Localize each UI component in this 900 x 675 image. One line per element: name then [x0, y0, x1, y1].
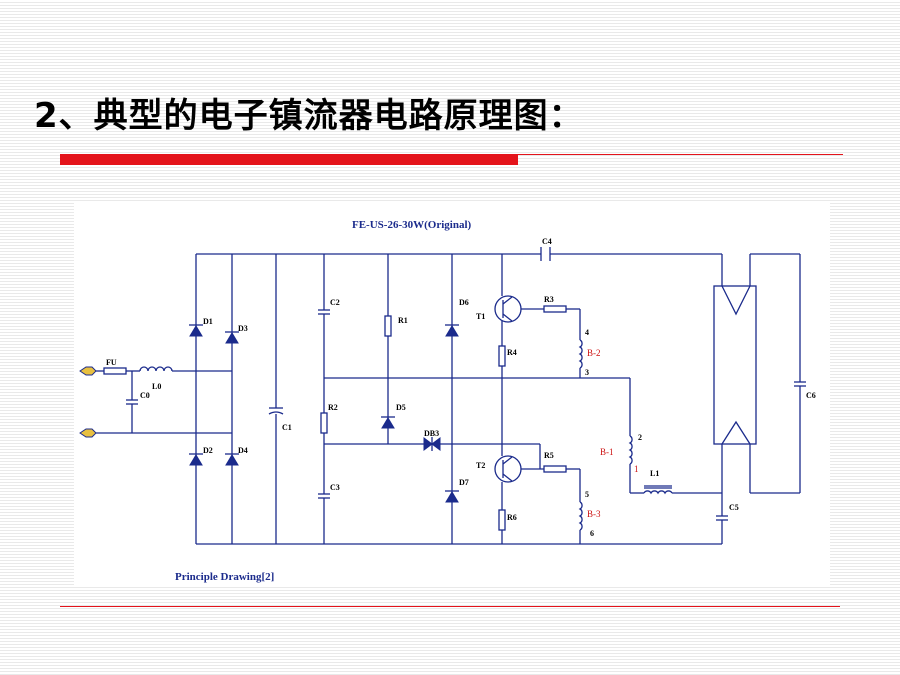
half-bridge-capacitors: [318, 254, 630, 544]
diagram-title: FE-US-26-30W(Original): [352, 219, 471, 231]
label-d4: D4: [238, 446, 248, 455]
label-c5: C5: [729, 503, 739, 512]
label-b1: B-1: [600, 447, 614, 457]
label-t1: T1: [476, 312, 485, 321]
capacitor-c5: [716, 515, 728, 544]
label-d2: D2: [203, 446, 213, 455]
label-r3: R3: [544, 295, 554, 304]
circuit-schematic: FE-US-26-30W(Original) Principle Drawing…: [79, 219, 816, 583]
label-c1: C1: [282, 423, 292, 432]
output-winding-b1: [628, 378, 722, 495]
label-r6: R6: [507, 513, 517, 522]
label-pin4: 4: [585, 328, 589, 337]
label-d3: D3: [238, 324, 248, 333]
label-c2: C2: [330, 298, 340, 307]
footer-divider: [60, 606, 840, 607]
transistor-t1: [494, 254, 544, 378]
input-terminal-bottom: [79, 428, 97, 438]
label-b2: B-2: [587, 348, 601, 358]
label-c4: C4: [542, 237, 552, 246]
label-db3: DB3: [424, 429, 439, 438]
transistor-t2: [494, 378, 544, 544]
label-pin5: 5: [585, 490, 589, 499]
label-r5: R5: [544, 451, 554, 460]
label-d5: D5: [396, 403, 406, 412]
inductor-l0: [139, 366, 173, 372]
label-r2: R2: [328, 403, 338, 412]
label-fu: FU: [106, 358, 117, 367]
slide-title: 2、典型的电子镇流器电路原理图：: [34, 96, 584, 136]
circuit-diagram: FE-US-26-30W(Original) Principle Drawing…: [74, 202, 830, 586]
drive-winding-b3: [543, 465, 583, 544]
fluorescent-lamp: [713, 253, 800, 516]
fuse-fu: [103, 367, 127, 375]
label-b3: B-3: [587, 509, 601, 519]
label-l1: L1: [650, 469, 659, 478]
input-filter: [96, 366, 196, 434]
label-l0: L0: [152, 382, 161, 391]
title-underline-bar: [60, 154, 518, 165]
capacitor-c6: [794, 254, 806, 493]
label-c6: C6: [806, 391, 816, 400]
label-d6: D6: [459, 298, 469, 307]
label-pin6: 6: [590, 529, 594, 538]
capacitor-c4: [540, 247, 551, 261]
trigger-circuit: [324, 254, 540, 451]
label-d1: D1: [203, 317, 213, 326]
label-c0: C0: [140, 391, 150, 400]
label-pin3: 3: [585, 368, 589, 377]
label-r4: R4: [507, 348, 517, 357]
freewheel-diodes: [445, 254, 459, 544]
title-underline-thin: [518, 154, 843, 155]
label-d7: D7: [459, 478, 469, 487]
drive-winding-b2: [543, 305, 583, 378]
capacitor-c1: [268, 254, 284, 544]
label-r1: R1: [398, 316, 408, 325]
label-pin1: 1: [634, 464, 639, 474]
label-pin2: 2: [638, 433, 642, 442]
label-t2: T2: [476, 461, 485, 470]
bridge-rectifier: [189, 254, 239, 544]
input-terminal-top: [79, 366, 97, 376]
diagram-caption: Principle Drawing[2]: [175, 571, 274, 583]
label-c3: C3: [330, 483, 340, 492]
